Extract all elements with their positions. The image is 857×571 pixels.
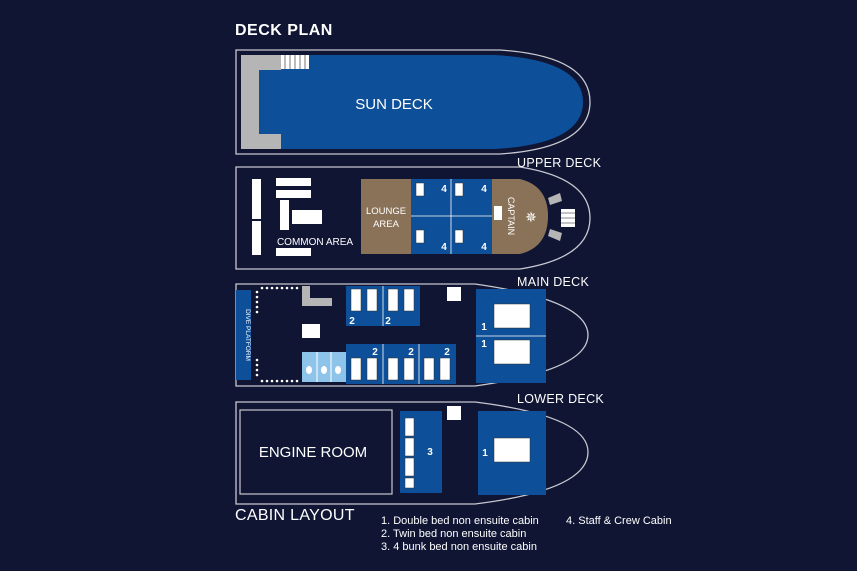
cabin-number: 2 — [385, 316, 391, 327]
legend-item: 3. 4 bunk bed non ensuite cabin — [381, 541, 537, 553]
cabin-number: 2 — [408, 347, 414, 358]
common-area-furniture — [252, 178, 322, 256]
upper-bow-stairs-icon — [548, 193, 575, 241]
upper-deck-label: UPPER DECK — [517, 156, 602, 170]
twin-beds-bottom — [350, 357, 451, 381]
dive-platform-label: DIVE PLATFORM — [244, 309, 251, 361]
main-deck-forward-steps-icon — [447, 287, 461, 301]
upper-deck: COMMON AREA LOUNGE AREA 4 4 4 4 CAPTAIN — [235, 166, 591, 270]
dive-platform — [236, 290, 251, 380]
sun-deck-hull — [235, 49, 591, 155]
legend-item: 1. Double bed non ensuite cabin — [381, 515, 539, 527]
bunk-beds — [404, 417, 415, 489]
crew-bunks — [415, 182, 464, 244]
page-title: DECK PLAN — [235, 22, 333, 39]
lower-deck-steps-icon — [447, 406, 461, 420]
main-deck-stairs — [302, 286, 332, 306]
crew-cabins-block — [411, 179, 492, 254]
twin-beds-top — [350, 288, 415, 312]
lower-deck-label: LOWER DECK — [517, 392, 605, 406]
crew-cabin-number: 4 — [481, 242, 487, 253]
sun-deck-stair-well — [241, 55, 281, 149]
cabin-number: 1 — [482, 448, 488, 459]
captain-label: CAPTAIN — [506, 197, 516, 235]
legend-item: 4. Staff & Crew Cabin — [566, 515, 672, 527]
crew-cabin-number: 4 — [441, 184, 447, 195]
main-deck-label: MAIN DECK — [517, 275, 590, 289]
main-deck-steps-icon — [302, 324, 320, 338]
legend-item: 2. Twin bed non ensuite cabin — [381, 528, 527, 540]
lower-deck-hull — [235, 401, 589, 505]
engine-room-label: ENGINE ROOM — [259, 444, 367, 461]
bathrooms — [302, 352, 346, 382]
lounge-label-line2: AREA — [373, 219, 400, 230]
sun-deck-steps-icon — [281, 55, 309, 69]
sun-deck: SUN DECK — [235, 49, 591, 155]
sun-deck-floor — [259, 55, 583, 149]
lounge-label-line1: LOUNGE — [366, 206, 406, 217]
engine-room — [239, 409, 393, 495]
cabin-number: 1 — [481, 322, 487, 333]
crew-cabin-number: 4 — [481, 184, 487, 195]
helm-wheel-icon: ✵ — [525, 209, 537, 225]
cabin-number: 1 — [481, 339, 487, 350]
main-deck: DIVE PLATFORM — [235, 283, 589, 387]
crew-cabin-number: 4 — [441, 242, 447, 253]
captain-area — [492, 179, 548, 254]
cabin-number: 2 — [349, 316, 355, 327]
legend-title: CABIN LAYOUT — [235, 507, 355, 524]
cabin-number: 3 — [427, 447, 433, 458]
common-area-label: COMMON AREA — [277, 237, 353, 248]
twin-cabins-bottom — [346, 344, 456, 384]
lower-deck: ENGINE ROOM 3 1 — [235, 401, 589, 505]
double-beds-bow — [493, 303, 531, 365]
dive-stations — [255, 286, 299, 383]
cabin-number: 2 — [444, 347, 450, 358]
upper-deck-hull — [235, 166, 591, 270]
lounge-area — [361, 179, 411, 254]
cabin-number: 2 — [372, 347, 378, 358]
double-bed-lower — [493, 437, 531, 463]
sun-deck-label: SUN DECK — [355, 96, 433, 113]
